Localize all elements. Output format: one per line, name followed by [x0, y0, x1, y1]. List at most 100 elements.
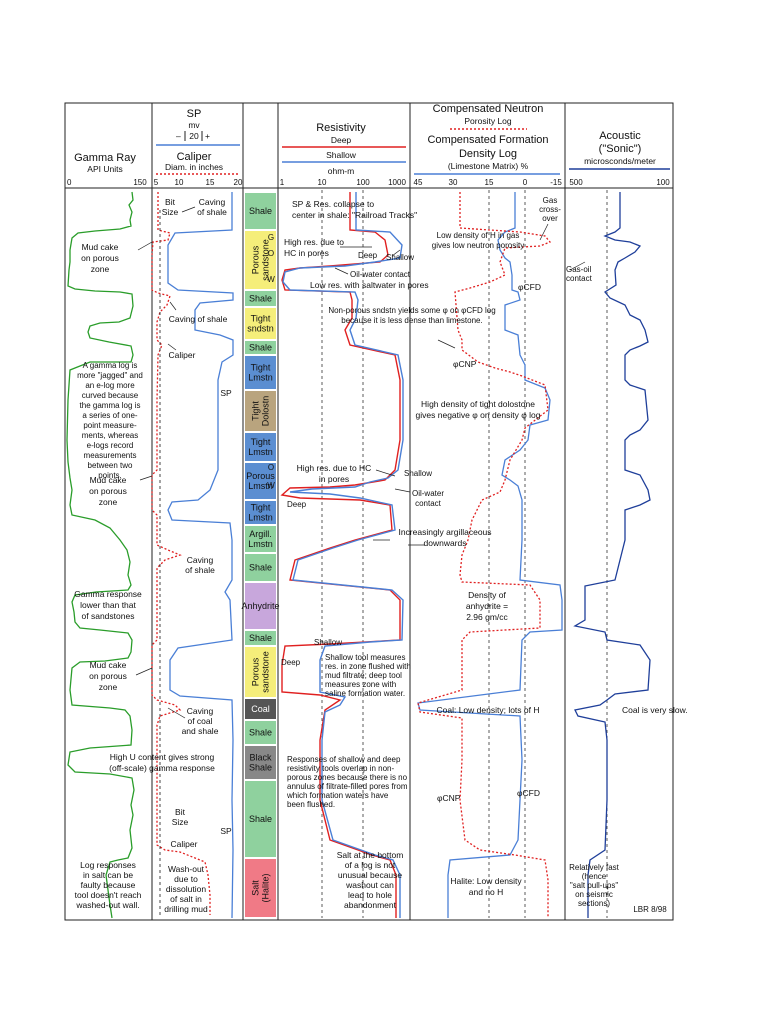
shallow-resistivity-curve [282, 192, 404, 918]
caliper-scale-5: 5 [154, 178, 159, 187]
ac-title-1: Acoustic [599, 130, 641, 142]
sp-scale-20: 20 [189, 131, 199, 141]
ann-caliper-2: Caliper [171, 839, 198, 849]
ann-shallow-3: Shallow [314, 638, 342, 647]
lithology-label: Shale [249, 343, 272, 353]
ann-phi-cnp-2: φCNP [437, 793, 461, 803]
lithology-label: Shale [249, 814, 272, 824]
sp-units: mv [188, 120, 200, 130]
ac-units: microsconds/meter [584, 156, 656, 166]
lithology-label: Argill.Lmstn [248, 529, 273, 549]
fdc-title-1: Compensated Formation [427, 134, 548, 146]
fluid-marker: O [268, 249, 274, 258]
gamma-title: Gamma Ray [74, 152, 136, 164]
lithology-layer [245, 746, 276, 779]
ann-owc-1: Oil-water contact [350, 270, 411, 279]
ann-phi-cfd-2: φCFD [517, 788, 540, 798]
lithology-label: Poroussandstone [251, 239, 271, 281]
caliper-scale-20: 20 [234, 178, 243, 187]
ann-phi-cfd-1: φCFD [518, 282, 541, 292]
lithology-label: Anhydrite [241, 601, 279, 611]
ann-caliper-1: Caliper [169, 350, 196, 360]
frame [64, 102, 674, 921]
por-scale-0: 0 [523, 178, 528, 187]
lithology-label: Shale [249, 563, 272, 573]
lithology-layer [245, 721, 276, 744]
lithology-layer [245, 463, 276, 499]
ann-low-res: Low res. with saltwater in pores [310, 280, 429, 290]
lithology-layer [245, 193, 276, 229]
lithology-layer [245, 356, 276, 389]
annotation-arrows [135, 206, 586, 719]
ann-caving-shale-2: Caving of shale [169, 314, 228, 324]
lithology-label: Shale [249, 633, 272, 643]
ann-sp-1: SP [220, 388, 232, 398]
sp-curve [167, 192, 234, 919]
fdc-title-2: Density Log [459, 148, 517, 160]
gamma-scale-min: 0 [67, 178, 72, 187]
lithology-label: Salt(Halite) [251, 873, 271, 902]
por-scale-45: 45 [414, 178, 423, 187]
lithology-layer [245, 526, 276, 552]
ann-deep-2: Deep [287, 500, 307, 509]
lithology-label: Shale [249, 294, 272, 304]
ann-shallow-1: Shallow [386, 253, 414, 262]
lithology-layer [245, 231, 276, 289]
lithology-label: Coal [251, 704, 270, 714]
res-units: ohm-m [328, 166, 354, 176]
lithology-label: Poroussandstone [251, 651, 271, 693]
fluid-marker: W [267, 275, 275, 284]
lithology-layer [245, 501, 276, 524]
cnl-title-1: Compensated Neutron [433, 103, 544, 115]
lithology-layer [245, 699, 276, 719]
caliper-title: Caliper [177, 151, 212, 163]
lithology-layer [245, 781, 276, 857]
sp-title: SP [187, 108, 202, 120]
ann-nonporous: Non-porous sndstn yields some φ on φCFD … [328, 306, 495, 325]
gamma-ray-curve [66, 191, 135, 919]
res-scale-1000: 1000 [388, 178, 406, 187]
fluid-marker: O [268, 463, 274, 472]
lithology-layer [245, 554, 276, 581]
fluid-marker: W [267, 481, 275, 490]
ann-deep-3: Deep [281, 658, 301, 667]
res-scale-100: 100 [356, 178, 370, 187]
res-shallow-label: Shallow [326, 150, 357, 160]
por-scale-15: 15 [485, 178, 494, 187]
caliper-scale-10: 10 [175, 178, 184, 187]
sp-scale-plus: + [205, 131, 210, 141]
lithology-label: TightDolostn [251, 396, 271, 427]
res-title: Resistivity [316, 122, 366, 134]
ac-scale-100: 100 [656, 178, 670, 187]
fluid-marker: G [268, 233, 274, 242]
lithology-layer [245, 583, 276, 629]
lithology-layer [245, 291, 276, 306]
res-scale-10: 10 [318, 178, 327, 187]
lithology-layer [245, 631, 276, 645]
res-deep-label: Deep [331, 135, 352, 145]
cnl-title-2: Porosity Log [464, 116, 512, 126]
ann-relatively-fast: Relatively fast(hence"salt pull-ups"on s… [569, 863, 620, 908]
ann-shallow-2: Shallow [404, 469, 432, 478]
credit-text: LBR 8/98 [633, 905, 667, 914]
